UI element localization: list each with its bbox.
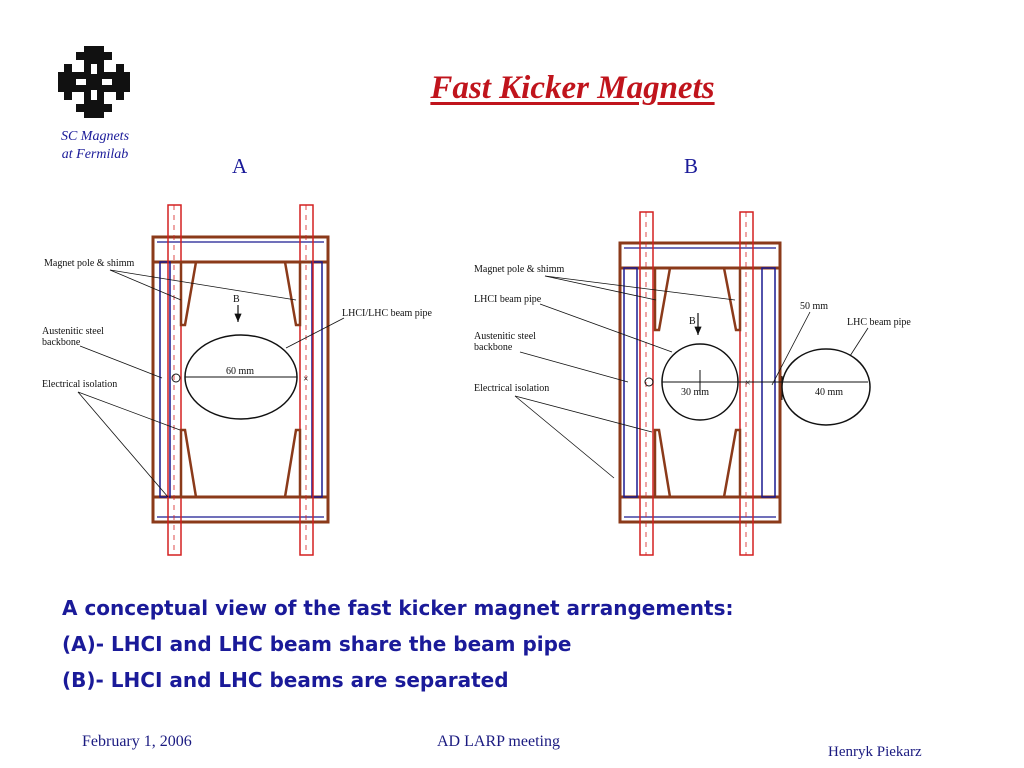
figure-b-steel-label-2: backbone <box>474 342 513 353</box>
figure-b-lhci-pipe-label: LHCI beam pipe <box>474 294 542 305</box>
footer-author: Henryk Piekarz <box>828 744 922 760</box>
brand-text: SC Magnets at Fermilab <box>40 128 150 164</box>
figure-a-label: A <box>232 154 248 178</box>
caption-line-1: A conceptual view of the fast kicker mag… <box>62 596 734 620</box>
figure-b-dimension-left: 30 mm <box>681 387 709 398</box>
slide-title: Fast Kicker Magnets <box>430 70 715 106</box>
figure-b-lhc-pipe-label: LHC beam pipe <box>847 317 911 328</box>
figure-b-separation-label: 50 mm <box>800 301 828 312</box>
caption-line-2: (A)- LHCI and LHC beam share the beam pi… <box>62 632 572 656</box>
figure-a-pipe-label: LHCI/LHC beam pipe <box>342 308 433 319</box>
figure-a-diagram: × B 60 mm Magnet pole & shimm Austenitic… <box>42 204 433 556</box>
fermilab-logo-icon <box>58 46 130 118</box>
figure-b-diagram: × B 30 mm 40 mm Magnet pole & shimm LHCI… <box>474 211 911 556</box>
figure-b-dimension-right: 40 mm <box>815 387 843 398</box>
figure-a-dimension: 60 mm <box>226 366 254 377</box>
figure-b-steel-label-1: Austenitic steel <box>474 331 536 342</box>
brand-line-2: at Fermilab <box>61 147 129 162</box>
figure-b-isolation-label: Electrical isolation <box>474 383 549 394</box>
figure-a-pole-label: Magnet pole & shimm <box>44 258 134 269</box>
footer-date: February 1, 2006 <box>82 733 192 750</box>
caption-block: A conceptual view of the fast kicker mag… <box>62 590 733 698</box>
figure-b-label: B <box>684 154 699 178</box>
svg-text:×: × <box>303 374 309 385</box>
figure-a-field-label: B <box>233 294 240 305</box>
caption-line-3: (B)- LHCI and LHC beams are separated <box>62 668 509 692</box>
brand-line-1: SC Magnets <box>60 129 130 144</box>
footer-meeting: AD LARP meeting <box>437 733 560 750</box>
figure-a-isolation-label: Electrical isolation <box>42 379 117 390</box>
figure-b-field-label: B <box>689 316 696 327</box>
figure-a-steel-label-2: backbone <box>42 337 81 348</box>
figure-a-steel-label-1: Austenitic steel <box>42 326 104 337</box>
svg-text:×: × <box>745 378 751 389</box>
figure-b-pole-label: Magnet pole & shimm <box>474 264 564 275</box>
